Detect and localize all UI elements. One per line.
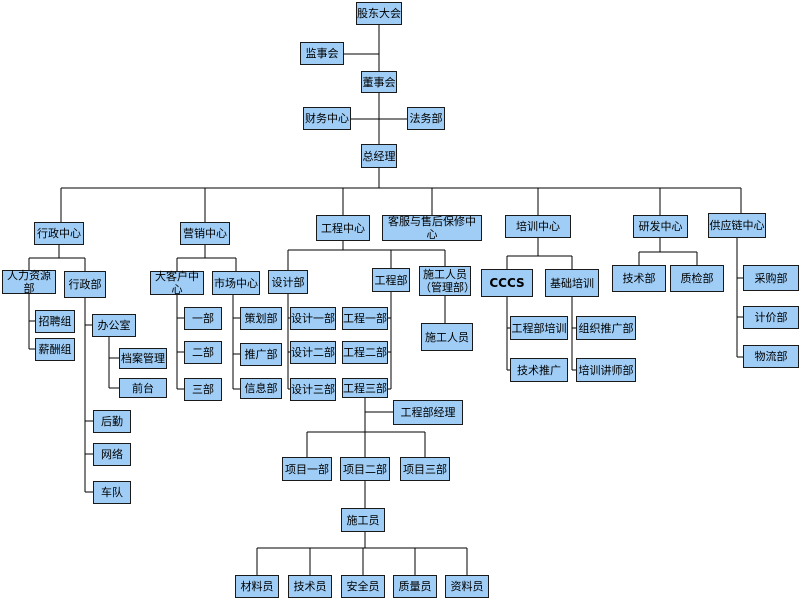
key-account-dept-3-node: 三部 xyxy=(184,378,222,401)
payroll-group-node: 薪酬组 xyxy=(35,338,75,361)
logistics-support-node: 后勤 xyxy=(93,410,131,433)
customer-service-center-node: 客服与售后保修中心 xyxy=(382,215,482,241)
design-dept-1-node: 设计一部 xyxy=(290,307,336,330)
construction-staff-node: 施工人员 xyxy=(421,323,473,351)
market-center-node: 市场中心 xyxy=(212,271,260,295)
administration-center-node: 行政中心 xyxy=(34,222,84,245)
project-dept-1-node: 项目一部 xyxy=(282,457,332,481)
key-account-center-node: 大客户中心 xyxy=(150,270,204,296)
construction-worker-node: 施工员 xyxy=(341,508,385,532)
promotion-department-node: 推广部 xyxy=(240,343,282,366)
logistics-department-node: 物流部 xyxy=(743,345,799,368)
board-of-directors-node: 董事会 xyxy=(361,71,397,93)
construction-staff-management-node: 施工人员 （管理部） xyxy=(419,266,475,296)
technology-department-node: 技术部 xyxy=(612,265,666,292)
basic-training-node: 基础培训 xyxy=(545,269,599,297)
project-dept-3-node: 项目三部 xyxy=(400,457,450,481)
design-dept-2-node: 设计二部 xyxy=(290,341,336,364)
purchasing-department-node: 采购部 xyxy=(743,265,799,291)
document-clerk-node: 资料员 xyxy=(445,575,489,598)
hr-department-node: 人力资源部 xyxy=(2,269,56,295)
planning-department-node: 策划部 xyxy=(240,307,282,330)
design-department-node: 设计部 xyxy=(268,270,308,294)
pricing-department-node: 计价部 xyxy=(743,306,799,329)
administration-department-node: 行政部 xyxy=(64,271,106,298)
key-account-dept-2-node: 二部 xyxy=(184,341,222,364)
cccs-node: CCCS xyxy=(481,269,533,297)
engineering-dept-3-node: 工程三部 xyxy=(342,378,388,398)
key-account-dept-1-node: 一部 xyxy=(184,307,222,330)
engineering-center-node: 工程中心 xyxy=(316,215,370,241)
quality-inspection-dept-node: 质检部 xyxy=(670,265,724,292)
technician-node: 技术员 xyxy=(288,575,332,598)
shareholders-meeting-node: 股东大会 xyxy=(356,2,402,25)
legal-department-node: 法务部 xyxy=(407,107,445,130)
supervisory-board-node: 监事会 xyxy=(300,42,344,65)
design-dept-3-node: 设计三部 xyxy=(290,378,336,401)
organization-promotion-node: 组织推广部 xyxy=(576,316,636,340)
engineering-department-node: 工程部 xyxy=(372,268,410,292)
network-node: 网络 xyxy=(93,443,131,466)
materials-clerk-node: 材料员 xyxy=(235,575,279,598)
training-instructor-node: 培训讲师部 xyxy=(576,358,636,382)
project-dept-2-node: 项目二部 xyxy=(340,457,390,481)
rd-center-node: 研发中心 xyxy=(633,215,688,238)
office-node: 办公室 xyxy=(92,314,136,337)
training-center-node: 培训中心 xyxy=(505,215,571,238)
engineering-training-node: 工程部培训 xyxy=(510,316,568,340)
engineering-dept-2-node: 工程二部 xyxy=(342,341,388,364)
supply-chain-center-node: 供应链中心 xyxy=(708,213,766,238)
safety-officer-node: 安全员 xyxy=(341,575,385,598)
quality-inspector-node: 质量员 xyxy=(393,575,437,598)
front-desk-node: 前台 xyxy=(119,378,167,398)
engineering-manager-node: 工程部经理 xyxy=(393,400,463,425)
information-department-node: 信息部 xyxy=(240,378,282,399)
recruitment-group-node: 招聘组 xyxy=(35,310,75,333)
finance-center-node: 财务中心 xyxy=(303,107,351,130)
marketing-center-node: 营销中心 xyxy=(180,222,230,245)
fleet-node: 车队 xyxy=(93,481,131,504)
engineering-dept-1-node: 工程一部 xyxy=(342,307,388,330)
technical-promotion-node: 技术推广 xyxy=(510,358,568,382)
general-manager-node: 总经理 xyxy=(361,144,397,168)
archive-management-node: 档案管理 xyxy=(119,348,167,369)
